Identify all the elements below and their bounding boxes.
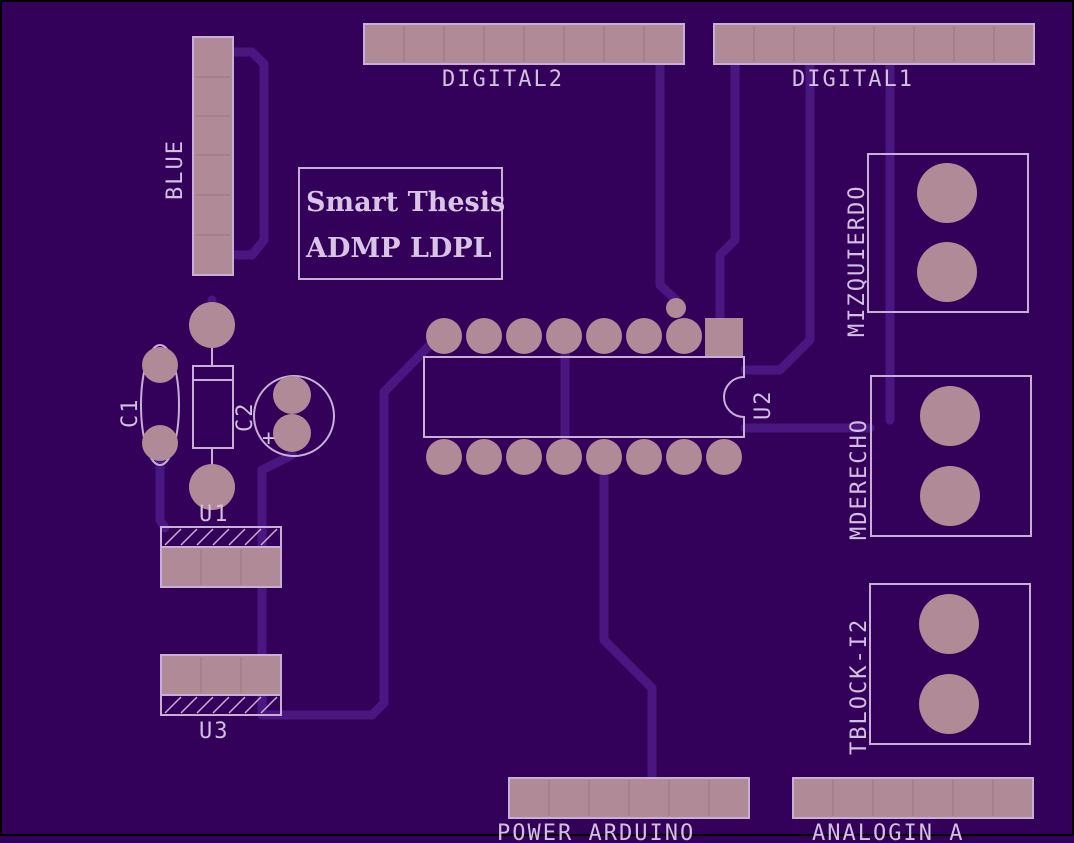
analogin-a-header xyxy=(792,777,1034,819)
trace-left-bus xyxy=(257,340,435,720)
power-arduino-header xyxy=(508,777,750,819)
label-digital2: DIGITAL2 xyxy=(442,67,564,92)
component-c1 xyxy=(140,344,180,466)
logo-line2: ADMP LDPL xyxy=(305,233,492,264)
label-u3: U3 xyxy=(199,719,230,744)
digital2-header xyxy=(363,23,685,65)
label-u1: U1 xyxy=(199,502,230,527)
label-c2: C2 xyxy=(233,402,258,433)
component-u2-ic xyxy=(423,298,745,475)
terminal-tblock-i2 xyxy=(869,583,1031,745)
label-blue: BLUE xyxy=(163,139,188,200)
label-u2: U2 xyxy=(751,390,776,421)
connector-u1 xyxy=(160,526,282,588)
terminal-mderecho xyxy=(870,375,1032,537)
component-c2 xyxy=(253,375,335,457)
component-u1-diode xyxy=(189,302,235,510)
terminal-mizquierdo xyxy=(867,153,1029,313)
trace-blue xyxy=(229,47,269,260)
label-analogin-a: ANALOGIN_A xyxy=(812,821,964,843)
trace-c1 xyxy=(155,455,170,533)
logo-frame xyxy=(298,167,503,280)
connector-u3 xyxy=(160,654,282,716)
trace-power xyxy=(599,452,657,785)
label-mizquierdo: MIZQUIERDO xyxy=(845,185,870,337)
label-c1: C1 xyxy=(118,398,143,429)
trace-digital2 xyxy=(655,60,681,305)
label-c2-plus: + xyxy=(262,426,277,451)
trace-digital1-b xyxy=(740,60,815,375)
digital1-header xyxy=(713,23,1035,65)
logo-line1: Smart Thesis xyxy=(306,187,505,218)
label-tblock: TBLOCK-I2 xyxy=(847,618,872,755)
label-digital1: DIGITAL1 xyxy=(792,67,914,92)
blue-header xyxy=(192,36,234,276)
trace-digital1-a xyxy=(715,60,740,333)
copper-traces xyxy=(155,47,895,785)
label-power-arduino: POWER_ARDUINO xyxy=(497,821,695,843)
label-mderecho: MDERECHO xyxy=(847,418,872,540)
